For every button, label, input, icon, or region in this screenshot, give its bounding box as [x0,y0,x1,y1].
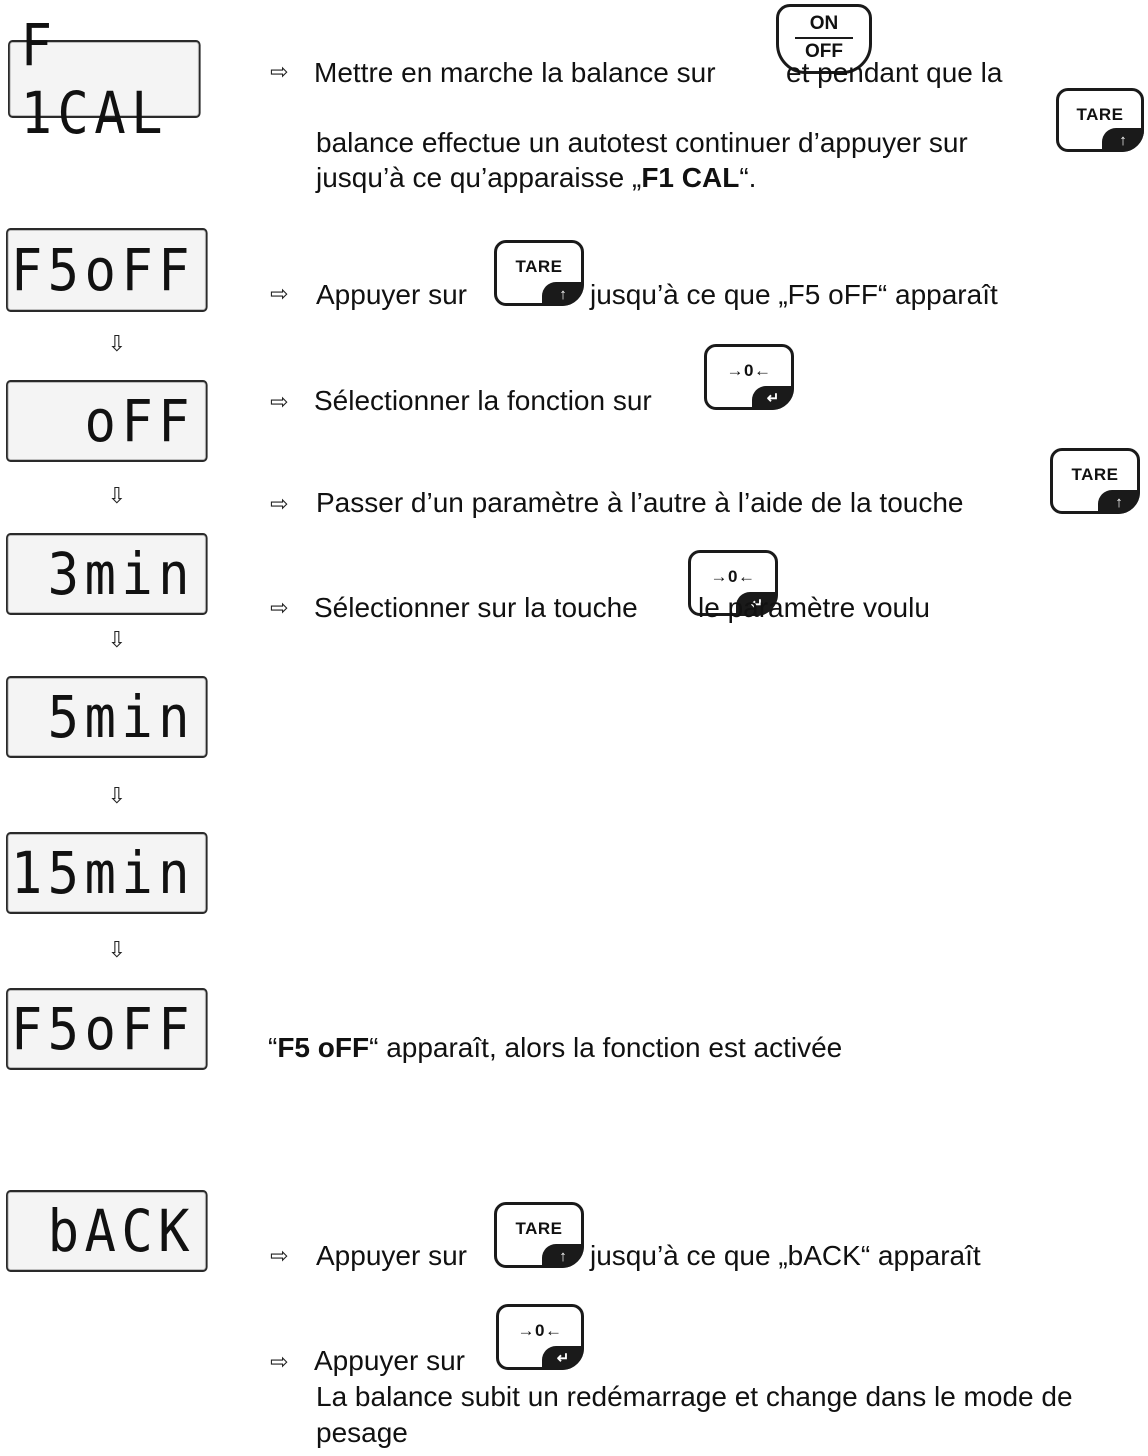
tare-key-label: TARE [1076,105,1124,124]
step2-text-a: Appuyer sur [316,279,467,310]
step1-text-b: et pendant que la [786,57,1003,88]
key-divider [795,37,853,39]
lcd-display-3min: 3min [6,533,208,615]
step6-text-post: “ apparaît, alors la fonction est activé… [369,1032,843,1063]
tare-key-label: TARE [515,257,563,276]
f1-cal-label: F1 CAL [641,162,740,193]
step8-text: Appuyer sur [314,1345,465,1376]
lcd-display-f1cal: F 1CAL [8,11,201,147]
down-arrow-icon: ⇩ [107,484,127,509]
step1-text-c: balance effectue un autotest continuer d… [316,127,968,158]
arrow-up-icon: ↑ [542,282,584,306]
step-arrow-icon: ⇨ [270,492,289,517]
zero-key-label: →0← [726,361,772,380]
enter-icon: ↵ [542,1346,584,1370]
lcd-display-5min: 5min [6,676,208,758]
step1-text-d-post: “. [739,162,757,193]
step4-text: Passer d’un paramètre à l’autre à l’aide… [316,487,964,518]
tare-key-label: TARE [515,1219,563,1238]
lcd-display-15min: 15min [6,832,208,914]
step-arrow-icon: ⇨ [270,596,289,621]
arrow-up-icon: ↑ [1098,490,1140,514]
step2-text-b: jusqu’à ce que „F5 oFF“ apparaît [590,279,998,310]
off-label: OFF [805,41,843,62]
arrow-up-icon: ↑ [542,1244,584,1268]
zero-enter-key: →0← ↵ [496,1304,584,1370]
step-arrow-icon: ⇨ [270,282,289,307]
down-arrow-icon: ⇩ [107,784,127,809]
down-arrow-icon: ⇩ [107,628,127,653]
step-arrow-icon: ⇨ [270,1350,289,1375]
step7-text-a: Appuyer sur [316,1240,467,1271]
zero-enter-key: →0← ↵ [688,550,778,616]
tare-key-label: TARE [1071,465,1119,484]
step1-text-d: jusqu’à ce qu’apparaisse „F1 CAL“. [316,161,756,195]
step6-text: “F5 oFF“ apparaît, alors la fonction est… [268,1031,842,1065]
step5-text-a: Sélectionner sur la touche [314,592,638,623]
f5-off-label: F5 oFF [277,1032,370,1063]
step5-text-b: le paramètre voulu [698,592,930,623]
lcd-display-off: oFF [6,380,208,462]
step-arrow-icon: ⇨ [270,1244,289,1269]
down-arrow-icon: ⇩ [107,938,127,963]
step6-text-pre: “ [268,1032,278,1063]
step-arrow-icon: ⇨ [270,60,289,85]
step1-text-a: Mettre en marche la balance sur [314,57,716,88]
on-off-key: ON OFF [776,4,872,74]
step7-text-b: jusqu’à ce que „bACK“ apparaît [590,1240,981,1271]
zero-key-label: →0← [517,1321,563,1340]
tare-key: TARE ↑ [494,240,584,306]
zero-enter-key: →0← ↵ [704,344,794,410]
step1-text-d-pre: jusqu’à ce qu’apparaisse „ [316,162,642,193]
lcd-display-f5off: F5oFF [6,228,208,312]
step-arrow-icon: ⇨ [270,390,289,415]
on-label: ON [809,13,839,34]
tare-key: TARE ↑ [1050,448,1140,514]
arrow-up-icon: ↑ [1102,128,1144,152]
zero-key-label: →0← [710,567,756,586]
step9-text-b: pesage [316,1417,408,1448]
lcd-display-f5off-final: F5oFF [6,988,208,1070]
lcd-display-back: bACK [6,1190,208,1272]
tare-key: TARE ↑ [494,1202,584,1268]
step9-text-a: La balance subit un redémarrage et chang… [316,1381,1073,1412]
step3-text: Sélectionner la fonction sur [314,385,652,416]
tare-key: TARE ↑ [1056,88,1144,152]
enter-icon: ↵ [752,386,794,410]
down-arrow-icon: ⇩ [107,332,127,357]
